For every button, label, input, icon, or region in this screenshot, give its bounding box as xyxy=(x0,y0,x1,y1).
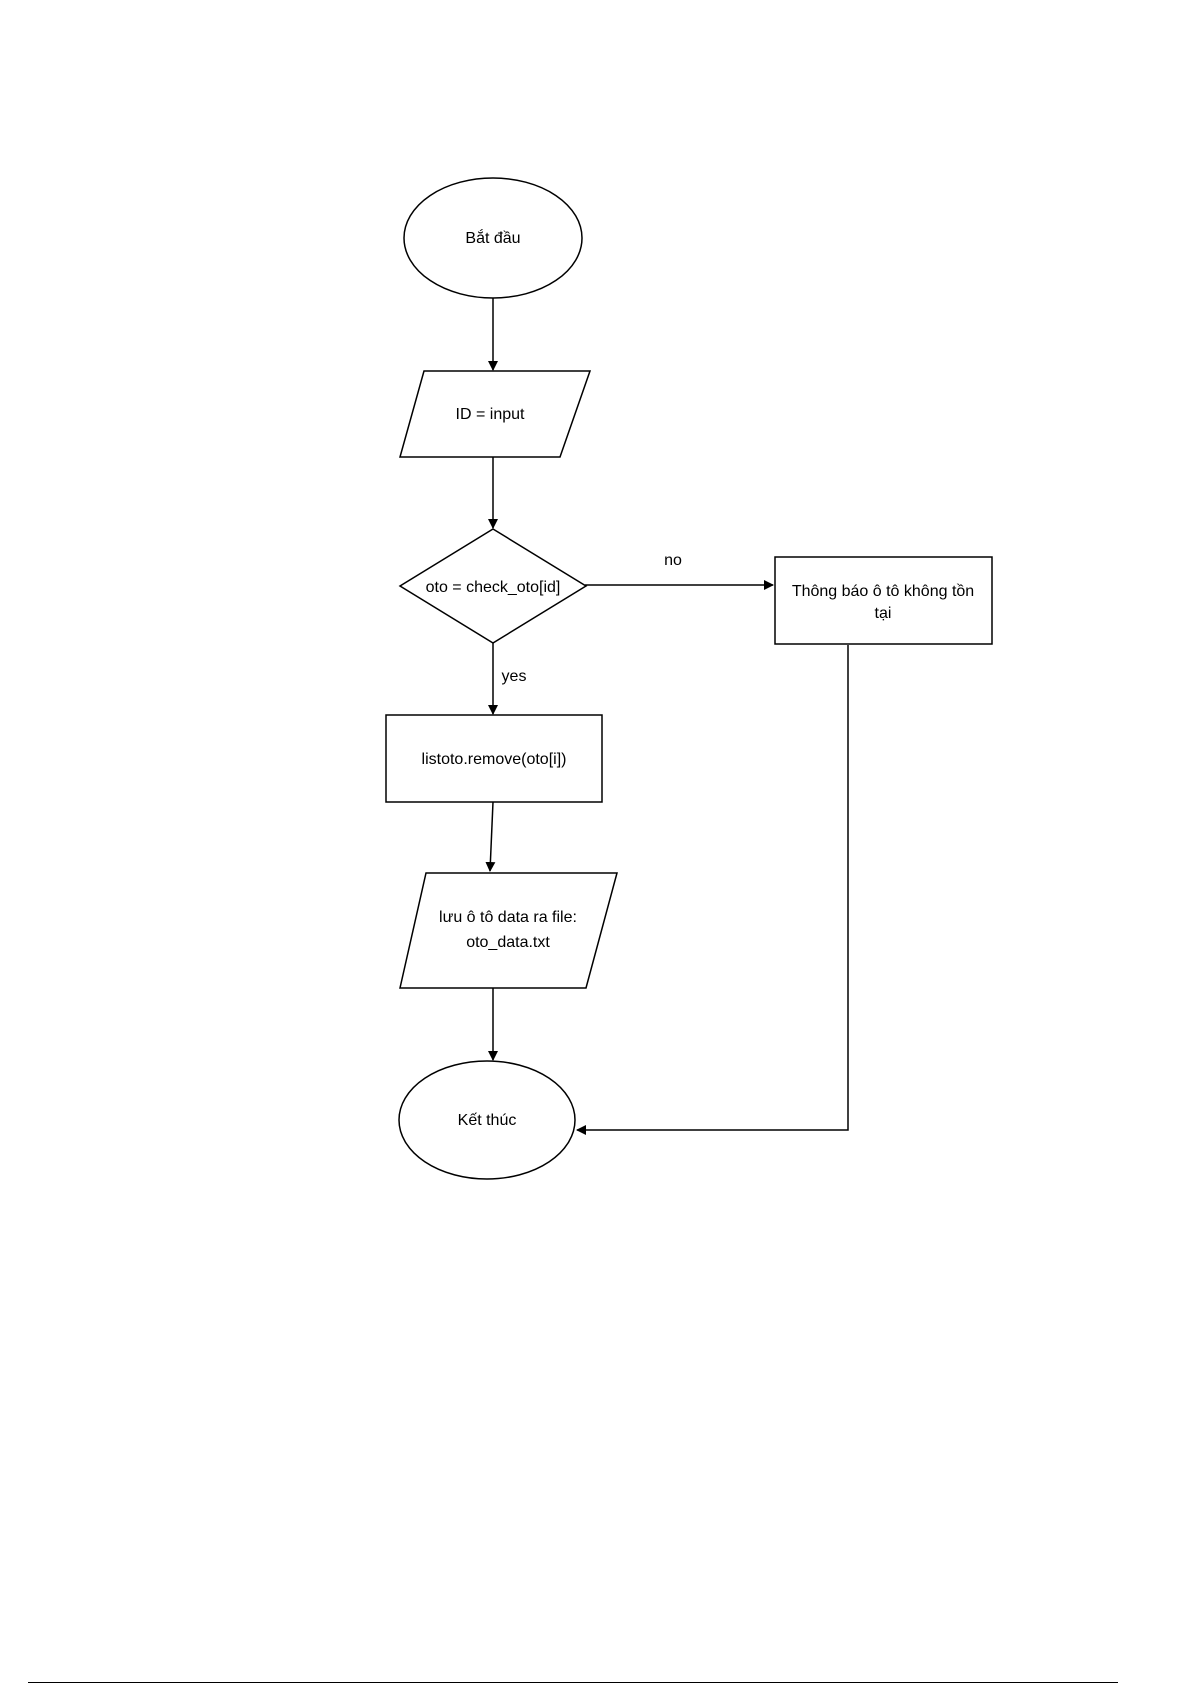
input-label: ID = input xyxy=(456,406,525,423)
start-label: Bắt đầu xyxy=(465,228,520,247)
edge-remove-to-save xyxy=(490,802,493,871)
notify-label-line2: tại xyxy=(875,605,892,622)
page-bottom-rule xyxy=(28,1682,1118,1683)
save-parallelogram xyxy=(400,873,617,988)
end-label: Kết thúc xyxy=(458,1112,517,1129)
remove-label: listoto.remove(oto[i]) xyxy=(422,751,567,768)
notify-label-line1: Thông báo ô tô không tồn xyxy=(792,583,974,600)
save-label-line2: oto_data.txt xyxy=(466,934,550,951)
edge-notify-to-end xyxy=(577,645,848,1130)
check-label: oto = check_oto[id] xyxy=(426,579,561,596)
notify-process xyxy=(775,557,992,644)
edge-label-yes: yes xyxy=(502,668,527,685)
edge-label-no: no xyxy=(664,552,682,569)
save-label-line1: lưu ô tô data ra file: xyxy=(439,909,577,926)
